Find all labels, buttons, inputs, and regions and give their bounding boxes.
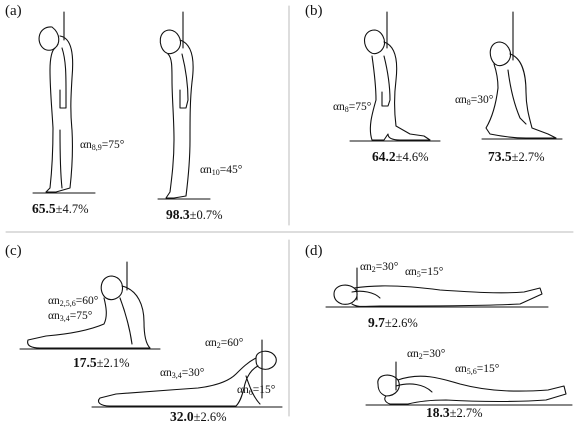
figure-d1-prone	[325, 267, 549, 308]
result-a2: 98.3±0.7%	[166, 207, 223, 222]
result-b2: 73.5±2.7%	[488, 149, 545, 164]
body-outline	[485, 53, 557, 139]
result-c1: 17.5±2.1%	[73, 355, 130, 370]
result-a1: 65.5±4.7%	[32, 201, 89, 216]
head	[333, 284, 358, 305]
leg-line	[59, 129, 63, 189]
body-outline	[45, 35, 74, 193]
angle-label-b1: αn8=75°	[333, 101, 372, 114]
arm	[179, 53, 189, 109]
angle-label-d1-2: αn5=15°	[405, 266, 444, 279]
figure-a1-standing	[32, 11, 96, 194]
figure-c2-reclining	[91, 339, 283, 408]
figure-d2-prone-raised	[365, 361, 573, 406]
panel-label-b: (b)	[305, 3, 323, 19]
body-outline	[384, 375, 567, 405]
angle-label-c2-1: αn2=60°	[205, 337, 244, 350]
head	[489, 41, 512, 67]
angle-label-a1: αn8,9=75°	[80, 139, 125, 152]
result-c2: 32.0±2.6%	[170, 409, 227, 424]
figure-b2-kneeling	[481, 11, 563, 140]
body-outline	[351, 285, 543, 308]
head	[377, 374, 400, 397]
arm	[507, 69, 527, 125]
body-outline	[369, 41, 431, 141]
body-outline	[27, 285, 151, 349]
angle-label-d2-1: αn2=30°	[407, 348, 446, 361]
arm	[245, 375, 261, 405]
angle-label-a2: αn10=45°	[200, 164, 243, 177]
arm	[381, 55, 391, 107]
result-b1: 64.2±4.6%	[372, 149, 429, 164]
angle-label-d1-1: αn2=30°	[360, 261, 399, 274]
result-d2: 18.3±2.7%	[426, 405, 483, 420]
figure-a2-standing	[157, 11, 211, 200]
arm	[395, 383, 433, 393]
head	[255, 350, 277, 370]
figure-c1-sitting	[19, 261, 161, 350]
angle-label-d2-2: αn5,6=15°	[455, 363, 500, 376]
figure-b1-kneeling	[349, 11, 441, 142]
angle-label-b2: αn8=30°	[455, 94, 494, 107]
body-outline	[165, 39, 194, 199]
result-d1: 9.7±2.6%	[368, 315, 418, 330]
head	[364, 29, 386, 55]
arm	[351, 290, 381, 299]
panel-label-d: (d)	[305, 243, 323, 259]
angle-label-c2-2: αn3,4=30°	[160, 367, 205, 380]
arm	[59, 47, 67, 109]
head	[159, 29, 182, 55]
panel-label-c: (c)	[5, 243, 22, 259]
angle-label-c1-1: αn2,5,6=60°	[48, 295, 99, 308]
angle-label-c2-3: αn6=15°	[237, 384, 276, 397]
body-outline	[97, 357, 259, 407]
panel-label-a: (a)	[5, 3, 22, 19]
head	[100, 275, 124, 301]
head	[38, 26, 60, 51]
arm	[119, 297, 133, 345]
angle-label-c1-2: αn3,4=75°	[48, 310, 93, 323]
